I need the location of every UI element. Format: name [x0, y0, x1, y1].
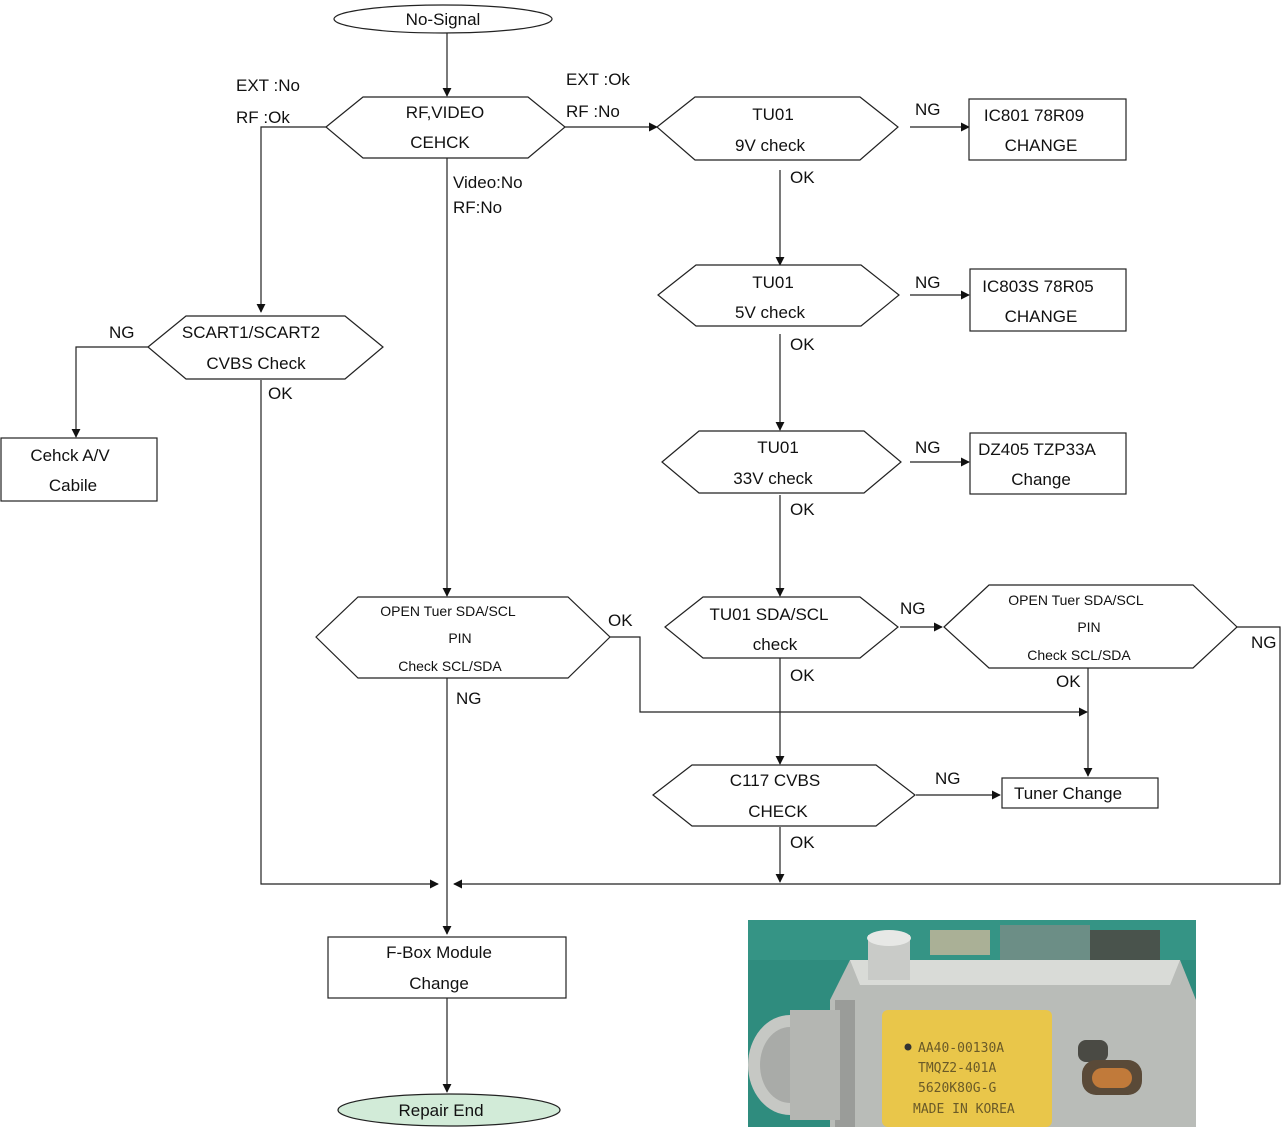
- tu01-33v-decision: TU01 33V check: [661, 430, 902, 494]
- sticker-line2: TMQZ2-401A: [918, 1061, 996, 1076]
- end-label: Repair End: [398, 1101, 483, 1120]
- tuner-change-label: Tuner Change: [1014, 784, 1122, 803]
- edge-labels: EXT :No RF :Ok EXT :Ok RF :No Video:No R…: [109, 70, 1277, 852]
- fbox-module-change-box: F-Box Module Change: [327, 936, 567, 999]
- end-terminal: Repair End: [337, 1093, 561, 1127]
- label-rf-no-2: RF:No: [453, 198, 502, 217]
- label-ok-scart: OK: [268, 384, 293, 403]
- connectors: [71, 32, 1281, 1093]
- fbox-line2: Change: [409, 974, 469, 993]
- label-ng-33v: NG: [915, 438, 941, 457]
- open-right-line1: OPEN Tuer SDA/SCL: [1008, 592, 1144, 608]
- cable-line1: Cehck A/V: [30, 446, 110, 465]
- open-right-line2: PIN: [1077, 619, 1100, 635]
- label-ext-ok: EXT :Ok: [566, 70, 630, 89]
- tu01-9v-line1: TU01: [752, 105, 794, 124]
- label-ng-open-right: NG: [1251, 633, 1277, 652]
- ic803s-change-box: IC803S 78R05 CHANGE: [969, 268, 1127, 332]
- tuner-label-sticker: [882, 1010, 1052, 1127]
- label-ng-9v: NG: [915, 100, 941, 119]
- label-ok-9v: OK: [790, 168, 815, 187]
- ic801-change-box: IC801 78R09 CHANGE: [968, 98, 1127, 161]
- sticker-line1: AA40-00130A: [918, 1041, 1004, 1056]
- fbox-line1: F-Box Module: [386, 943, 492, 962]
- open-left-line1: OPEN Tuer SDA/SCL: [380, 603, 516, 619]
- rf-video-check-decision: RF,VIDEO CEHCK: [325, 96, 566, 159]
- label-ng-open-left: NG: [456, 689, 482, 708]
- label-video-no: Video:No: [453, 173, 523, 192]
- start-terminal: No-Signal: [333, 4, 553, 34]
- tu01-5v-line2: 5V check: [735, 303, 805, 322]
- tu01-33v-line2: 33V check: [733, 469, 813, 488]
- rf-video-line1: RF,VIDEO: [406, 103, 484, 122]
- tu01-sda-scl-decision: TU01 SDA/SCL check: [664, 596, 899, 659]
- dz405-line1: DZ405 TZP33A: [978, 440, 1096, 459]
- tuner-photo: AA40-00130A TMQZ2-401A 5620K80G-G MADE I…: [748, 920, 1196, 1127]
- scart-cvbs-decision: SCART1/SCART2 CVBS Check: [147, 315, 384, 380]
- ic801-line2: CHANGE: [1005, 136, 1078, 155]
- label-ok-tu01-sda: OK: [790, 666, 815, 685]
- label-ok-5v: OK: [790, 335, 815, 354]
- label-ext-no: EXT :No: [236, 76, 300, 95]
- tu01-5v-decision: TU01 5V check: [657, 264, 900, 327]
- tu01-9v-line2: 9V check: [735, 136, 805, 155]
- open-tuner-pin-decision-left: OPEN Tuer SDA/SCL PIN Check SCL/SDA: [315, 596, 611, 679]
- sticker-line4: MADE IN KOREA: [913, 1102, 1015, 1117]
- scart-line2: CVBS Check: [206, 354, 306, 373]
- label-ng-5v: NG: [915, 273, 941, 292]
- label-ok-33v: OK: [790, 500, 815, 519]
- tu01-9v-decision: TU01 9V check: [656, 96, 899, 161]
- dz405-line2: Change: [1011, 470, 1071, 489]
- c117-line1: C117 CVBS: [730, 771, 820, 790]
- tu01-5v-line1: TU01: [752, 273, 794, 292]
- label-ok-c117: OK: [790, 833, 815, 852]
- label-ng-c117: NG: [935, 769, 961, 788]
- tu01-33v-line1: TU01: [757, 438, 799, 457]
- label-ok-open-right: OK: [1056, 672, 1081, 691]
- open-tuner-pin-decision-right: OPEN Tuer SDA/SCL PIN Check SCL/SDA: [943, 584, 1238, 669]
- rf-video-line2: CEHCK: [410, 133, 470, 152]
- label-rf-no: RF :No: [566, 102, 620, 121]
- sticker-line3: 5620K80G-G: [918, 1081, 996, 1096]
- label-ok-open-left: OK: [608, 611, 633, 630]
- open-right-line3: Check SCL/SDA: [1027, 647, 1131, 663]
- tu01-sda-line1: TU01 SDA/SCL: [709, 605, 828, 624]
- check-av-cable-box: Cehck A/V Cabile: [0, 437, 158, 502]
- label-ng-tu01-sda: NG: [900, 599, 926, 618]
- cable-line2: Cabile: [49, 476, 97, 495]
- start-label: No-Signal: [406, 10, 481, 29]
- ic801-line1: IC801 78R09: [984, 106, 1084, 125]
- open-left-line3: Check SCL/SDA: [398, 658, 502, 674]
- dz405-change-box: DZ405 TZP33A Change: [969, 432, 1127, 495]
- tu01-sda-line2: check: [753, 635, 798, 654]
- label-rf-ok: RF :Ok: [236, 108, 290, 127]
- c117-cvbs-decision: C117 CVBS CHECK: [652, 764, 916, 827]
- tuner-change-box: Tuner Change: [1001, 777, 1159, 809]
- ic803-line1: IC803S 78R05: [982, 277, 1094, 296]
- ic803-line2: CHANGE: [1005, 307, 1078, 326]
- open-left-line2: PIN: [448, 630, 471, 646]
- scart-line1: SCART1/SCART2: [182, 323, 320, 342]
- label-ng-scart: NG: [109, 323, 135, 342]
- c117-line2: CHECK: [748, 802, 808, 821]
